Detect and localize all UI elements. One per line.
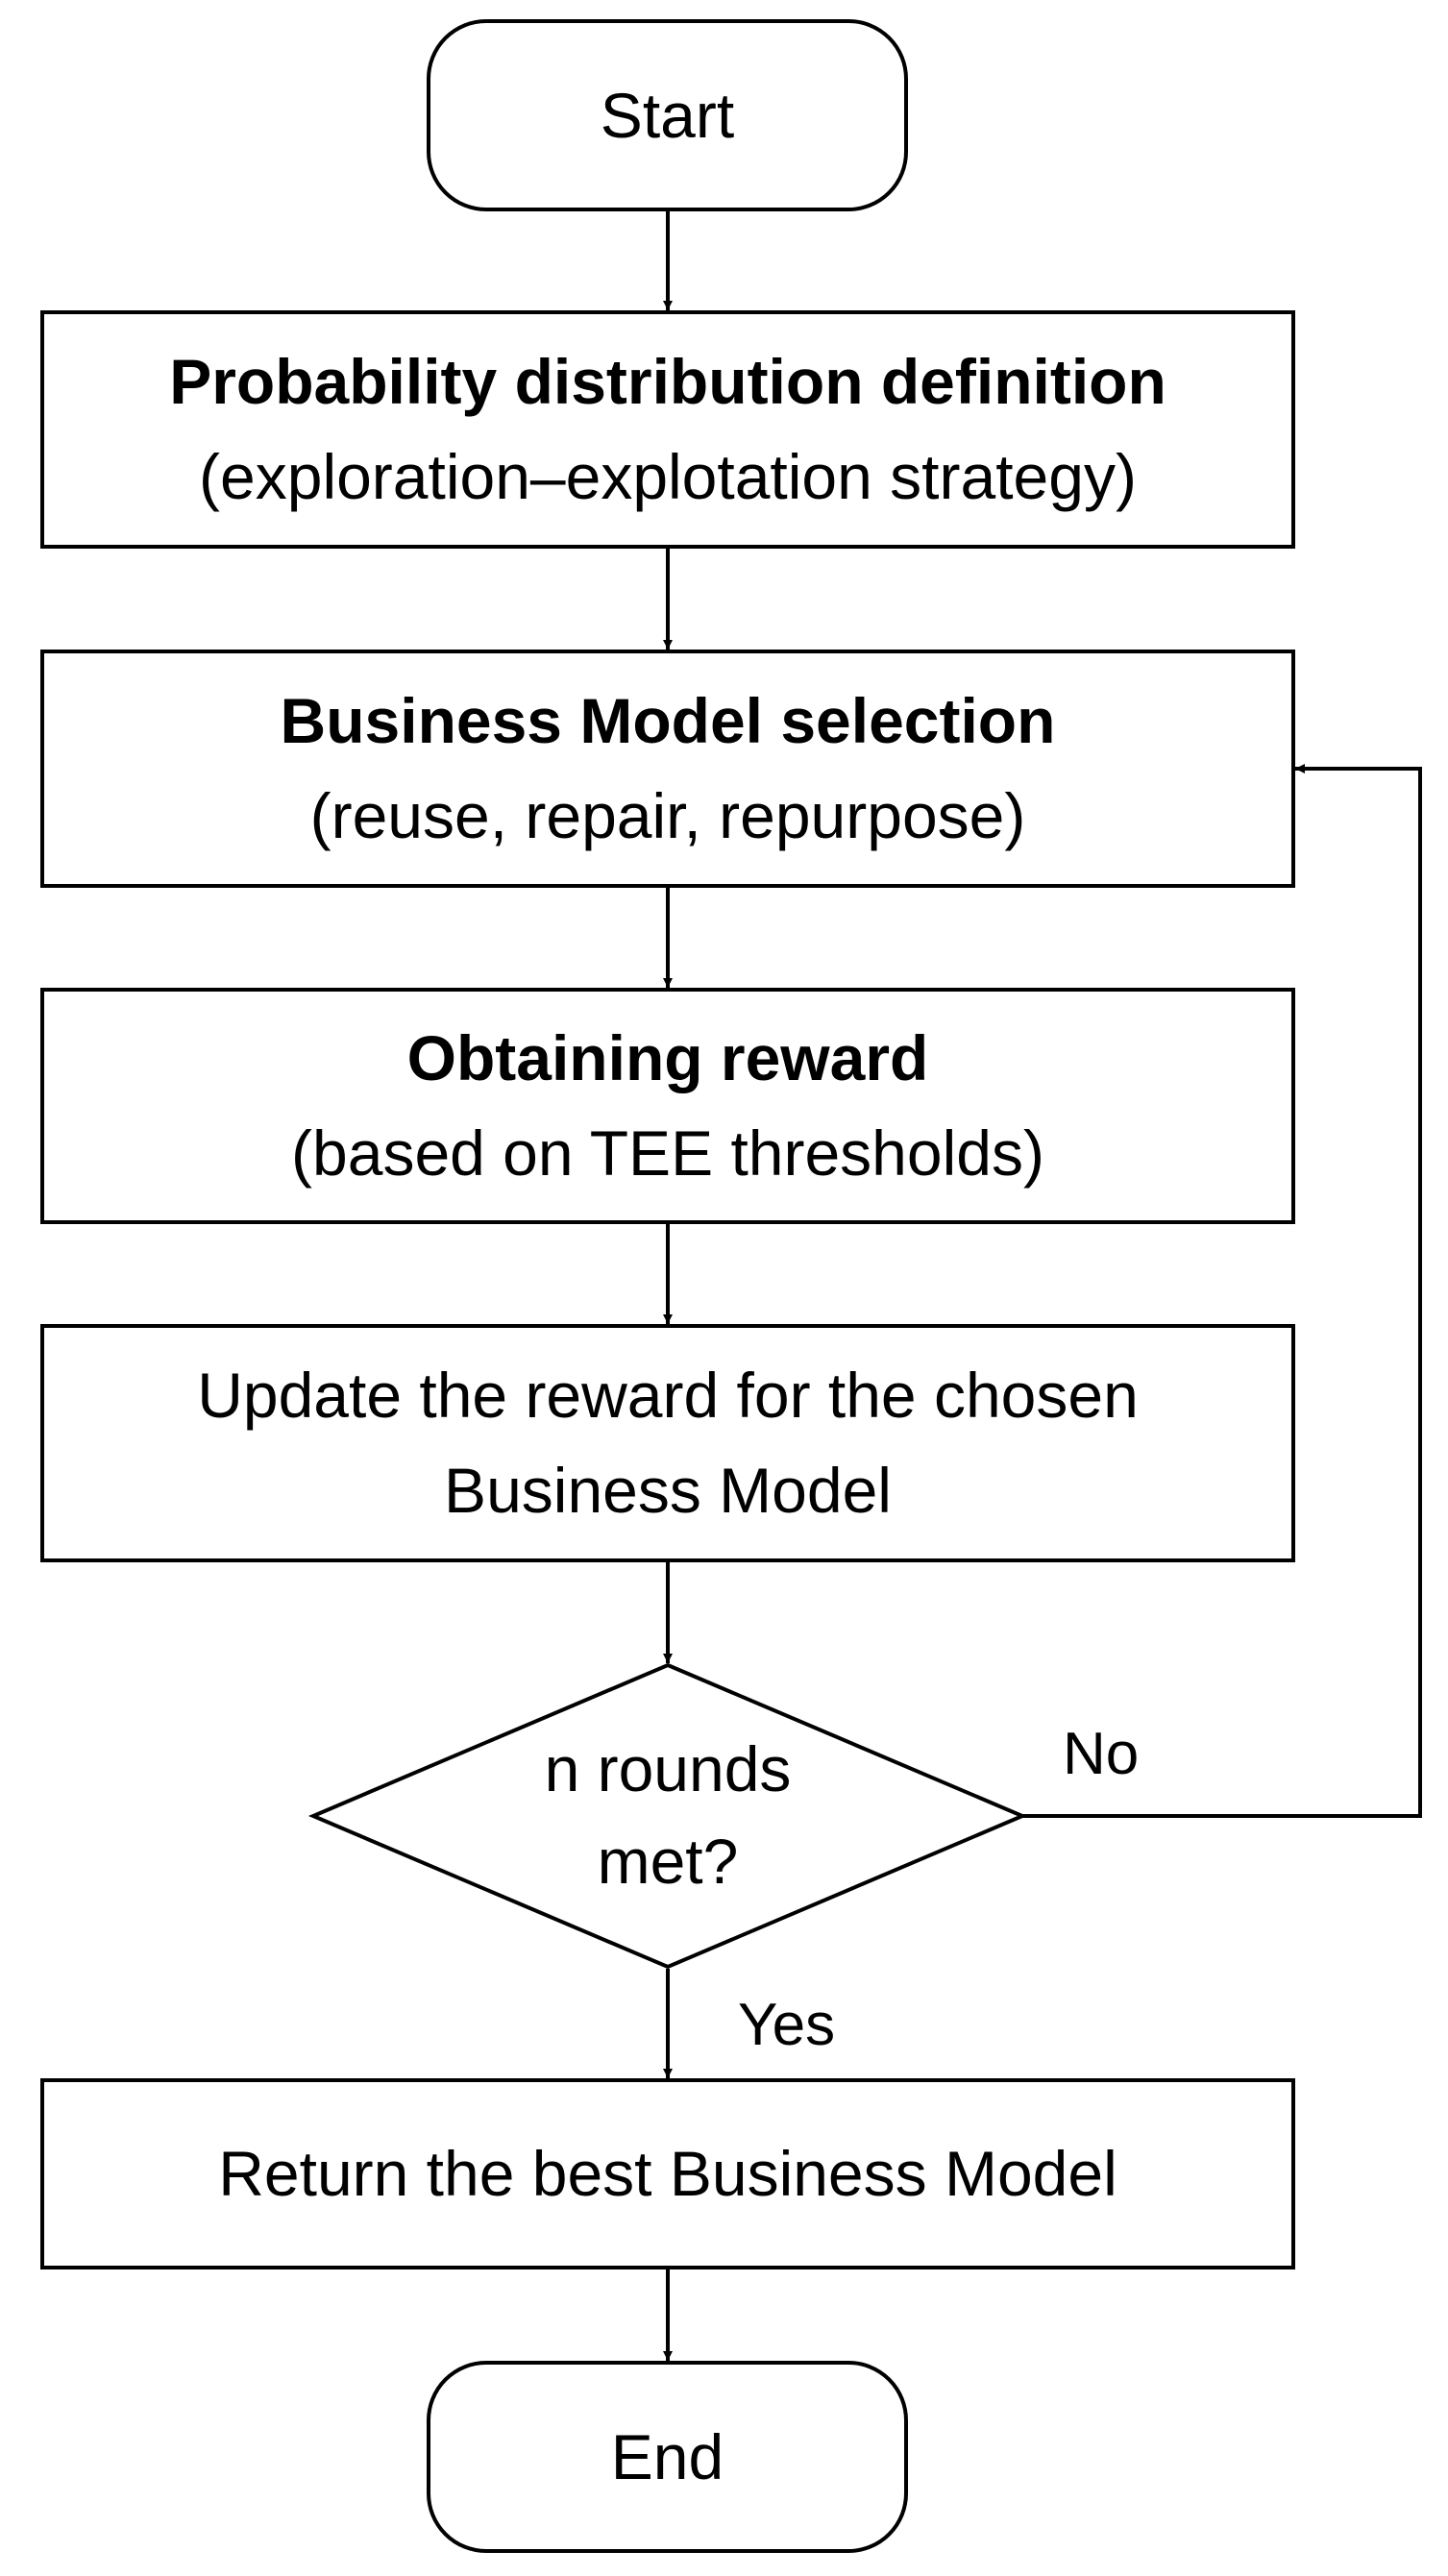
decision-diamond (307, 1662, 1028, 1970)
update-box (40, 1324, 1295, 1562)
end-terminator (427, 2361, 908, 2553)
probability-box (40, 310, 1295, 549)
probability-label: Probability distribution definition (exp… (42, 312, 1293, 547)
selection-title: Business Model selection (280, 685, 1056, 756)
no-edge-label: No (1063, 1721, 1140, 1787)
reward-box (40, 988, 1295, 1224)
end-label: End (429, 2363, 906, 2551)
probability-subtitle: (exploration–explotation strategy) (199, 441, 1137, 512)
reward-label: Obtaining reward (based on TEE threshold… (42, 990, 1293, 1222)
probability-title: Probability distribution definition (169, 346, 1166, 417)
reward-subtitle: (based on TEE thresholds) (291, 1117, 1044, 1189)
return-label: Return the best Business Model (42, 2080, 1293, 2268)
decision-line1: n rounds (544, 1733, 792, 1805)
start-text: Start (600, 79, 735, 151)
selection-box (40, 650, 1295, 888)
selection-label: Business Model selection (reuse, repair,… (42, 651, 1293, 886)
end-text: End (610, 2420, 724, 2492)
decision-line2: met? (597, 1826, 739, 1897)
start-terminator (427, 19, 908, 211)
return-text: Return the best Business Model (218, 2138, 1117, 2209)
decision-label: n rounds met? (452, 1710, 884, 1922)
update-line1: Update the reward for the chosen (197, 1360, 1139, 1431)
yes-edge-label: Yes (738, 1992, 836, 2058)
reward-title: Obtaining reward (406, 1022, 929, 1093)
start-label: Start (429, 21, 906, 209)
return-box (40, 2078, 1295, 2269)
arrow-no-loop-to-selection (1022, 764, 1422, 1818)
update-line2: Business Model (444, 1455, 892, 1526)
update-label: Update the reward for the chosen Busines… (42, 1326, 1293, 1560)
selection-subtitle: (reuse, repair, repurpose) (309, 780, 1026, 851)
